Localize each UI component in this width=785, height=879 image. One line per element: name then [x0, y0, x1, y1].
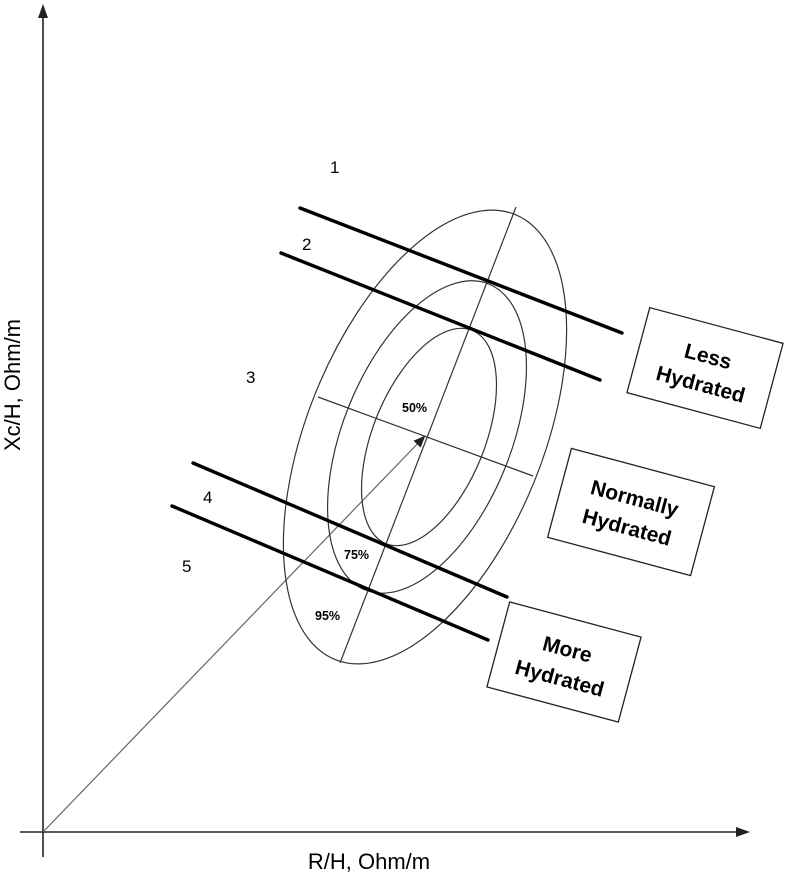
more-hydrated-box: More Hydrated: [486, 601, 642, 723]
x-axis-label: R/H, Ohm/m: [308, 849, 430, 874]
zone-number-5: 5: [182, 557, 191, 576]
ellipse-50-percent: [360, 327, 498, 547]
zone-number-2: 2: [302, 235, 311, 254]
boundary-line-4: [191, 461, 509, 599]
zone-number-1: 1: [330, 158, 339, 177]
label-50-percent: 50%: [402, 401, 427, 415]
impedance-vector: [42, 435, 426, 833]
ellipse-major-axis: [339, 206, 517, 664]
ellipse-95-percent: [282, 209, 568, 665]
y-axis-label: Xc/H, Ohm/m: [0, 319, 25, 451]
label-95-percent: 95%: [315, 609, 340, 623]
ellipse-minor-axis: [317, 396, 534, 477]
boundary-line-2: [279, 251, 602, 382]
label-75-percent: 75%: [344, 548, 369, 562]
boundary-line-1: [298, 206, 624, 335]
boundary-line-5: [170, 504, 490, 642]
zone-number-4: 4: [203, 488, 212, 507]
zone-number-3: 3: [246, 368, 255, 387]
normally-hydrated-box: Normally Hydrated: [546, 447, 716, 577]
less-hydrated-box: Less Hydrated: [626, 306, 784, 430]
ellipse-75-percent: [326, 280, 528, 594]
